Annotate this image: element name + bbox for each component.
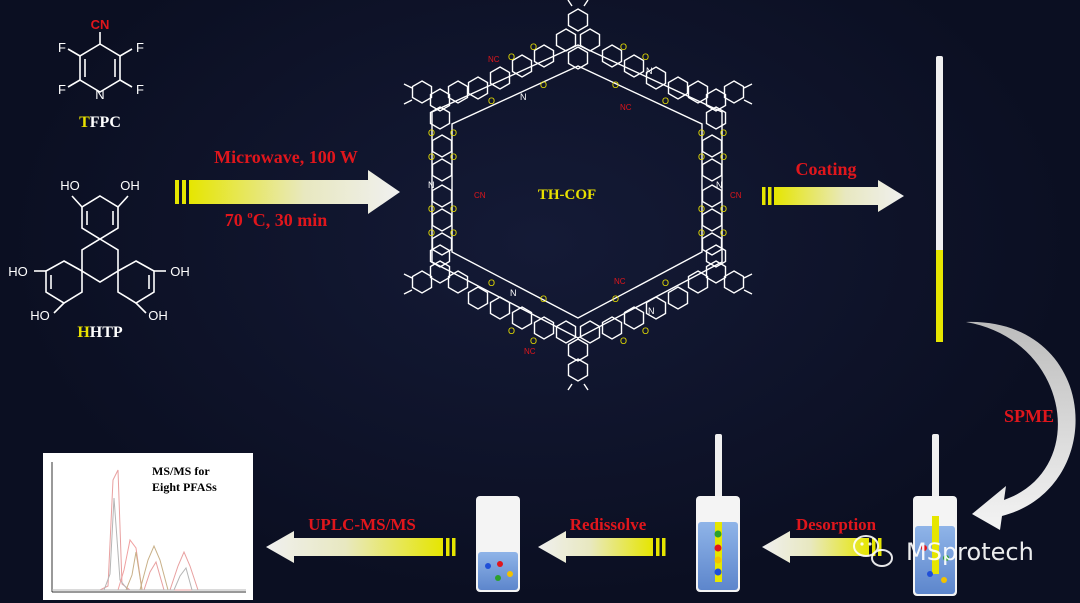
tfpc-molecule: CN F F F F N TFPC [58, 17, 144, 131]
svg-text:N: N [510, 288, 517, 298]
hhtp-oh-label: OH [148, 308, 168, 323]
svg-text:O: O [662, 278, 669, 288]
svg-text:O: O [508, 326, 515, 336]
tfpc-name: TFPC [79, 114, 121, 131]
svg-text:N: N [648, 306, 655, 316]
extraction-vial [913, 434, 957, 596]
svg-text:O: O [540, 80, 547, 90]
svg-text:O: O [540, 294, 547, 304]
svg-text:O: O [450, 128, 457, 138]
svg-text:N: N [520, 92, 527, 102]
hhtp-oh-label: OH [120, 178, 140, 193]
svg-text:O: O [720, 204, 727, 214]
svg-text:NC: NC [524, 347, 536, 356]
desorption-vial [696, 434, 740, 592]
svg-text:O: O [662, 96, 669, 106]
svg-text:N: N [428, 180, 435, 190]
tfpc-f-label: F [58, 82, 66, 97]
svg-text:O: O [530, 42, 537, 52]
spme-curved-arrow [966, 321, 1076, 530]
watermark-text: MSprotech [906, 538, 1034, 566]
svg-text:NC: NC [614, 277, 626, 286]
th-cof-structure: O O O O O O O O O O O O O O O O O O O O O O O O O O O… [403, 0, 753, 391]
svg-text:O: O [428, 128, 435, 138]
svg-text:O: O [620, 42, 627, 52]
svg-text:O: O [698, 228, 705, 238]
microwave-arrow [175, 170, 400, 214]
svg-text:O: O [642, 326, 649, 336]
chromatogram-panel [43, 453, 253, 600]
coating-arrow [762, 180, 904, 212]
svg-text:O: O [720, 228, 727, 238]
svg-text:O: O [450, 204, 457, 214]
svg-text:CN: CN [730, 191, 742, 200]
svg-text:O: O [428, 152, 435, 162]
spectrum-title-line2: Eight PFASs [152, 480, 217, 494]
svg-text:O: O [450, 228, 457, 238]
svg-text:CN: CN [474, 191, 486, 200]
uplc-arrow [266, 531, 456, 563]
hhtp-oh-label: OH [170, 264, 190, 279]
svg-text:O: O [530, 336, 537, 346]
hhtp-ho-label: HO [30, 308, 50, 323]
hhtp-name: HHTP [77, 324, 123, 341]
svg-text:O: O [720, 128, 727, 138]
hhtp-ho-label: HO [60, 178, 80, 193]
redissolve-label: Redissolve [570, 515, 647, 534]
tfpc-f-label: F [58, 40, 66, 55]
spme-fiber [936, 56, 943, 342]
svg-text:O: O [450, 152, 457, 162]
desorption-arrow [762, 531, 882, 563]
hhtp-molecule: HO OH HO OH HO OH HHTP [8, 178, 190, 341]
tfpc-cn-label: CN [91, 17, 110, 32]
coating-label: Coating [795, 159, 856, 179]
spectrum-title-line1: MS/MS for [152, 464, 210, 478]
svg-text:O: O [698, 204, 705, 214]
svg-text:O: O [428, 204, 435, 214]
svg-text:O: O [620, 336, 627, 346]
svg-text:O: O [642, 52, 649, 62]
redissolve-vial [476, 496, 520, 592]
desorption-label: Desorption [796, 515, 877, 534]
wechat-icon [853, 535, 893, 567]
svg-text:N: N [646, 66, 653, 76]
svg-text:NC: NC [488, 55, 500, 64]
tfpc-f-label: F [136, 40, 144, 55]
tfpc-n-label: N [95, 87, 104, 102]
tfpc-f-label: F [136, 82, 144, 97]
condition-label: 70 oC, 30 min [225, 209, 328, 230]
svg-text:O: O [612, 294, 619, 304]
hhtp-ho-label: HO [8, 264, 28, 279]
svg-text:O: O [698, 152, 705, 162]
svg-text:O: O [508, 52, 515, 62]
svg-text:O: O [720, 152, 727, 162]
svg-text:O: O [488, 96, 495, 106]
svg-text:NC: NC [620, 103, 632, 112]
redissolve-arrow [538, 531, 666, 563]
svg-text:N: N [716, 180, 723, 190]
svg-text:O: O [428, 228, 435, 238]
microwave-label: Microwave, 100 W [214, 147, 358, 167]
uplc-label: UPLC-MS/MS [308, 515, 416, 534]
svg-text:O: O [698, 128, 705, 138]
spme-label: SPME [1004, 406, 1054, 426]
cof-label: TH-COF [538, 187, 596, 203]
svg-text:O: O [488, 278, 495, 288]
svg-text:O: O [612, 80, 619, 90]
